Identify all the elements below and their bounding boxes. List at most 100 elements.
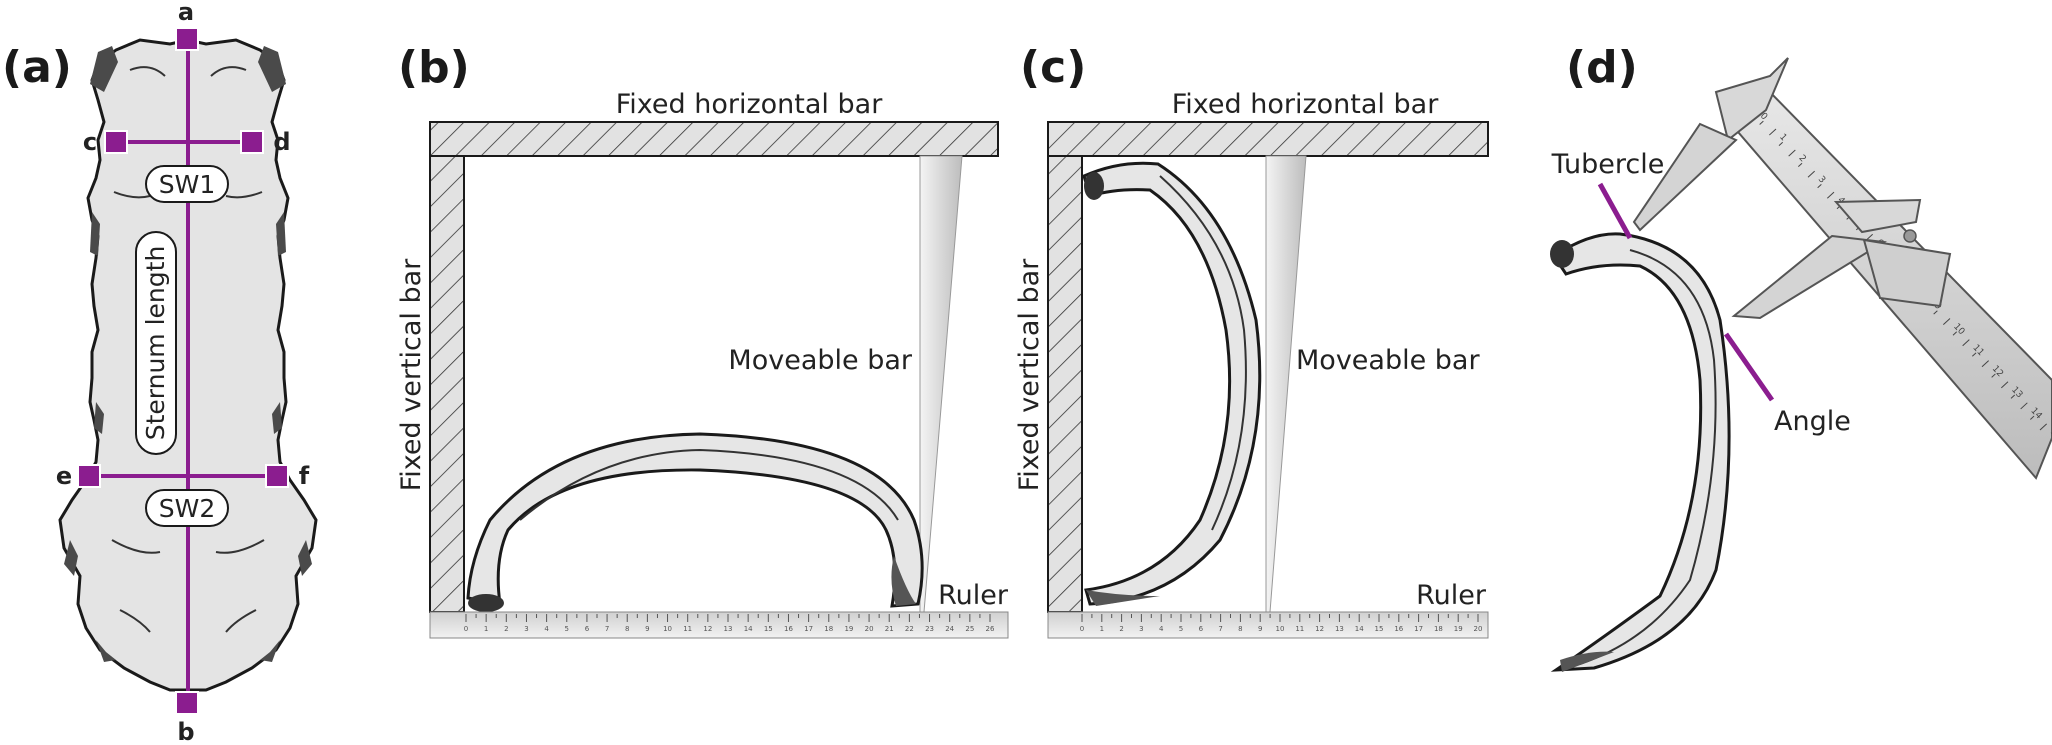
sternum-cartilage — [90, 46, 118, 92]
tubercle-pointer — [1597, 182, 1633, 240]
ruler-c-tick-label: 2 — [1119, 625, 1123, 633]
ruler-c-tick-label: 5 — [1179, 625, 1183, 633]
sternum-cartilage — [64, 540, 78, 576]
landmark-e-marker — [77, 464, 101, 488]
fixed-horizontal-bar — [1047, 121, 1489, 157]
ruler-b-tick-label: 11 — [683, 625, 692, 633]
sternum-cartilage — [258, 46, 286, 92]
ruler-b-tick-label: 4 — [544, 625, 549, 633]
caliper-tick — [1768, 128, 1777, 136]
sternum-cartilage — [260, 640, 280, 662]
rib-b-head-cartilage — [468, 594, 504, 612]
sternum-cartilage — [298, 540, 312, 576]
landmark-b-marker — [175, 691, 199, 715]
caliper-slider-upper — [1833, 198, 1922, 234]
ruler-c-tick-label: 0 — [1080, 625, 1084, 633]
ruler-c-tick-label: 11 — [1295, 625, 1304, 633]
ruler-b-tick-label: 21 — [885, 625, 894, 633]
ruler-c-tick-label: 14 — [1355, 625, 1364, 633]
ruler-b-tick-label: 15 — [764, 625, 773, 633]
ruler-b-label: Ruler — [938, 580, 1009, 611]
fixed-vertical-bar-label: Fixed vertical bar — [396, 258, 427, 491]
ruler-c-tick-label: 18 — [1434, 625, 1443, 633]
ruler-c-tick-label: 15 — [1375, 625, 1384, 633]
caliper-tick — [2029, 415, 2035, 420]
caliper-tick — [2039, 423, 2047, 431]
panel-a: (a) — [2, 0, 318, 745]
caliper-tick — [1826, 191, 1835, 199]
fixed-vertical-bar-label: Fixed vertical bar — [1014, 258, 1045, 491]
caliper-tick — [2000, 381, 2009, 389]
sternum-length-pill — [135, 231, 177, 455]
caliper-tick — [1952, 331, 1958, 336]
ruler-c-label: Ruler — [1416, 580, 1487, 611]
ruler-c-tick-label: 16 — [1394, 625, 1403, 633]
fixed-vertical-bar — [429, 155, 465, 613]
ruler-c-tick-label: 9 — [1258, 625, 1262, 633]
ruler-b-tick-label: 5 — [565, 625, 569, 633]
caliper-tick — [1991, 373, 1996, 378]
point-a-label: a — [178, 0, 194, 26]
caliper-tick — [1971, 352, 1977, 357]
panel-c-label: (c) — [1020, 42, 1086, 93]
sw2-label: SW2 — [159, 494, 216, 523]
ruler-c-tick-label: 13 — [1335, 625, 1344, 633]
ruler-b-tick-label: 8 — [625, 625, 629, 633]
ruler-b-tick-label: 13 — [724, 625, 733, 633]
ruler-c-tick-label: 10 — [1276, 625, 1285, 633]
point-f-label: f — [299, 462, 310, 490]
ruler-b-tick-label: 18 — [824, 625, 833, 633]
fixed-vertical-bar — [1047, 155, 1083, 613]
landmark-d-marker — [240, 130, 264, 154]
ruler-b-tick-label: 9 — [645, 625, 649, 633]
caliper-tick-label: 15 — [2048, 427, 2052, 442]
ruler-b-tick-label: 25 — [965, 625, 974, 633]
moveable-bar-label: Moveable bar — [1296, 345, 1480, 376]
caliper-tick — [1807, 170, 1815, 178]
point-d-label: d — [273, 128, 290, 156]
sw1-label: SW1 — [159, 170, 216, 199]
point-e-label: e — [56, 462, 72, 490]
caliper-moving-jaw — [1731, 234, 1887, 320]
panel-b: (b) Fixed horizontal bar Fixed vertical … — [396, 42, 1009, 639]
ruler-c-tick-label: 3 — [1139, 625, 1143, 633]
ruler-b-tick-label: 26 — [986, 625, 995, 633]
caliper-tick — [1788, 149, 1796, 157]
panel-a-label: (a) — [2, 42, 72, 93]
ruler-b-tick-label: 1 — [484, 625, 488, 633]
caliper-tick-label: 2 — [1796, 153, 1807, 164]
ruler-b-tick-label: 0 — [464, 625, 468, 633]
ruler-b-tick-label: 20 — [865, 625, 874, 633]
caliper-tick — [1942, 318, 1951, 326]
caliper-tick — [1759, 120, 1764, 125]
caliper-tick-label: 1 — [1777, 132, 1788, 143]
sw2-pill — [145, 489, 229, 527]
ruler-c-tick-label: 17 — [1414, 625, 1423, 633]
ruler-b-tick-label: 17 — [804, 625, 813, 633]
ruler-c-tick-label: 7 — [1218, 625, 1222, 633]
ruler-b-tick-label: 12 — [703, 625, 712, 633]
ruler-b-tick-label: 22 — [905, 625, 914, 633]
point-b-label: b — [177, 718, 194, 745]
rib-b — [466, 432, 924, 608]
ruler-b-tick-label: 16 — [784, 625, 793, 633]
caliper-slider — [1862, 238, 1952, 308]
ruler-c-tick-label: 6 — [1199, 625, 1204, 633]
sw1-pill — [145, 165, 229, 203]
rib-d-head-cartilage — [1550, 240, 1574, 268]
ruler-c-tick-label: 1 — [1100, 625, 1104, 633]
ruler-b-tick-label: 19 — [844, 625, 853, 633]
panel-b-label: (b) — [398, 42, 470, 93]
caliper-fixed-jaw-upper — [1714, 57, 1789, 142]
ruler-c-tick-label: 4 — [1159, 625, 1164, 633]
angle-label: Angle — [1774, 406, 1851, 437]
sternum-cartilage — [94, 402, 104, 434]
caliper-tick — [1778, 141, 1784, 146]
ruler-b-tick-label: 24 — [945, 625, 954, 633]
landmark-a-marker — [175, 27, 199, 51]
ruler-b-tick-label: 7 — [605, 625, 609, 633]
caliper-tick — [1962, 339, 1970, 347]
